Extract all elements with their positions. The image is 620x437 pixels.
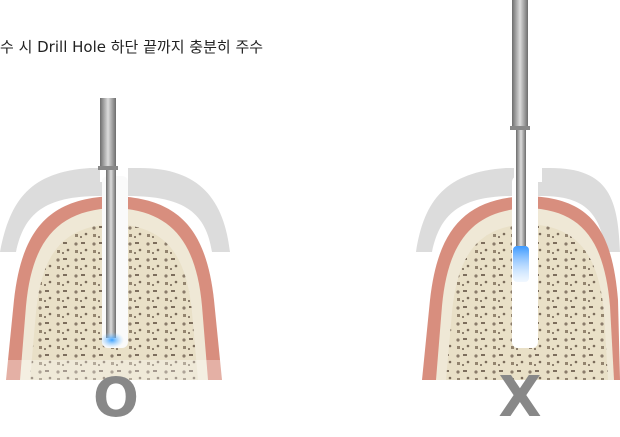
incorrect-irrigation-figure	[400, 0, 620, 380]
correct-mark-icon: O	[93, 366, 139, 429]
water-spray-left	[100, 332, 124, 348]
surgical-guide-left	[0, 168, 230, 252]
surgical-guide-right	[416, 168, 620, 252]
water-spray-right	[513, 246, 529, 282]
correct-irrigation-figure	[0, 0, 250, 380]
wrong-mark-icon: X	[498, 365, 542, 430]
irrigation-needle-icon	[100, 98, 116, 170]
instruction-text: 수 시 Drill Hole 하단 끝까지 충분히 주수	[0, 38, 264, 56]
irrigation-needle-icon	[512, 0, 528, 130]
